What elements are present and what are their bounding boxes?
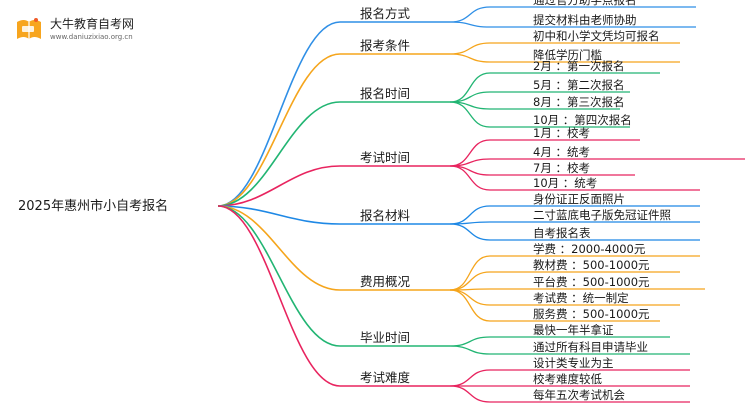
leaf-connector — [449, 165, 491, 191]
branch-label: 考试时间 — [360, 150, 410, 165]
leaf-connector — [449, 223, 491, 241]
branch-3: 报名时间 2月 ：第一次报名 5月 ：第二次报名 8月 ：第三次报名 10月 ：第四次报… — [217, 59, 660, 207]
leaf-label: 2月 ：第一次报名 — [533, 59, 624, 73]
leaf-label: 考试费 ：统一制定 — [533, 291, 629, 305]
leaf-label: 10月 ：统考 — [533, 176, 597, 190]
root-label: 2025年惠州市小自考报名 — [18, 198, 168, 214]
leaf-connector — [449, 205, 491, 225]
leaf-label: 5月 ：第二次报名 — [533, 78, 624, 92]
site-logo: 大牛教育自考网 www.daniuzixiao.org.cn — [14, 12, 154, 48]
branch-connector — [217, 21, 341, 207]
leaf-connector — [449, 345, 491, 355]
leaf-connector — [449, 42, 491, 55]
leaf-connector — [449, 385, 491, 403]
leaf-connector — [449, 101, 491, 128]
branch-connector — [217, 205, 341, 291]
logo-url: www.daniuzixiao.org.cn — [50, 33, 133, 41]
branch-label: 费用概况 — [360, 274, 411, 289]
branch-connector — [217, 205, 341, 225]
book-icon — [17, 18, 41, 39]
branch-label: 报名方式 — [360, 6, 411, 21]
leaf-connector — [449, 289, 491, 306]
leaf-label: 降低学历门槛 — [533, 48, 602, 62]
leaf-connector — [449, 289, 491, 322]
branch-connector — [217, 205, 341, 387]
leaf-label: 校考难度较低 — [533, 372, 602, 386]
leaf-label: 最快一年半拿证 — [533, 323, 614, 337]
leaf-label: 10月 ：第四次报名 — [533, 113, 632, 127]
leaf-label: 提交材料由老师协助 — [533, 13, 637, 27]
leaf-label: 每年五次考试机会 — [533, 388, 625, 402]
leaf-label: 4月 ：统考 — [533, 145, 590, 159]
leaf-label: 教材费 ：500-1000元 — [533, 258, 650, 272]
branch-connector — [217, 101, 341, 207]
leaf-label: 1月 ：校考 — [533, 126, 590, 140]
branch-label: 报名时间 — [360, 86, 410, 101]
branch-label: 考试难度 — [360, 370, 411, 385]
leaf-label: 身份证正反面照片 — [533, 192, 625, 206]
leaf-label: 平台费 ：500-1000元 — [533, 275, 650, 289]
leaf-label: 设计类专业为主 — [533, 356, 614, 370]
leaf-label: 8月 ：第三次报名 — [533, 95, 624, 109]
branch-label: 毕业时间 — [360, 330, 410, 345]
leaf-label: 二寸蓝底电子版免冠证件照 — [533, 208, 671, 222]
branch-connector — [217, 53, 341, 207]
branch-label: 报名材料 — [360, 208, 411, 223]
leaf-connector — [449, 6, 491, 23]
leaf-label: 通过官方助学点报名 — [533, 0, 637, 7]
leaf-connector — [449, 21, 491, 28]
leaf-label: 通过所有科目申请毕业 — [533, 340, 648, 354]
branch-connector — [217, 165, 341, 207]
leaf-connector — [449, 271, 491, 291]
leaf-label: 自考报名表 — [533, 226, 591, 240]
leaf-label: 初中和小学文凭均可报名 — [533, 29, 660, 43]
leaf-label: 学费 ：2000-4000元 — [533, 242, 646, 256]
branch-connector — [217, 205, 341, 347]
leaf-label: 服务费 ：500-1000元 — [533, 307, 650, 321]
leaf-connector — [449, 53, 491, 63]
leaf-connector — [449, 336, 491, 347]
leaf-label: 7月 ：校考 — [533, 161, 590, 175]
leaf-connector — [449, 369, 491, 387]
branch-label: 报考条件 — [360, 38, 410, 53]
logo-title: 大牛教育自考网 — [50, 17, 135, 31]
